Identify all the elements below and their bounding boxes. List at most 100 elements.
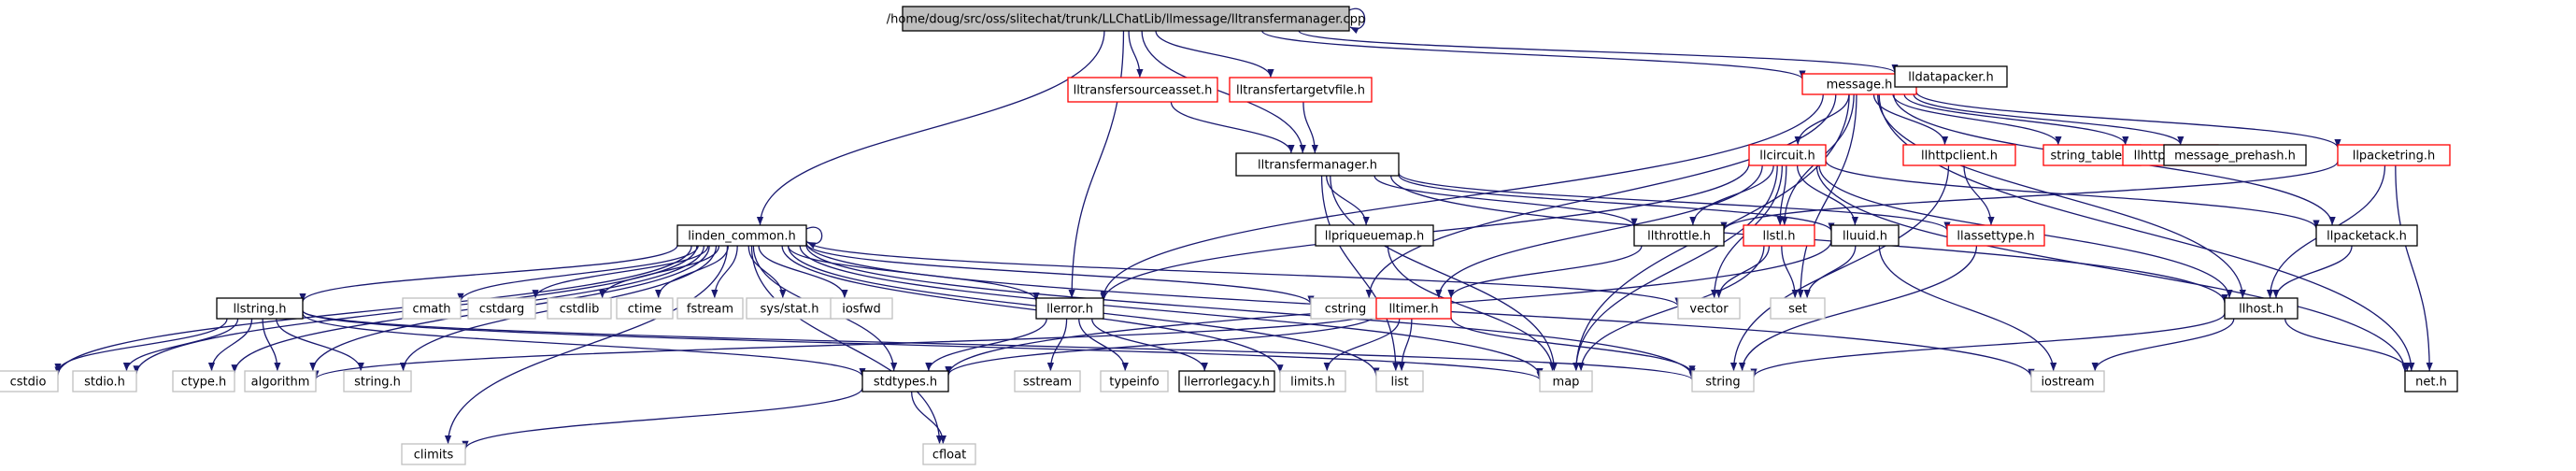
edge-llstring-to-cstdio	[54, 318, 228, 373]
node-llerror[interactable]: llerror.h	[1035, 297, 1104, 320]
node-map: map	[1539, 370, 1593, 392]
node-box	[1229, 77, 1373, 103]
node-lltransfersourceasset[interactable]: lltransfersourceasset.h	[1067, 77, 1218, 103]
node-lluuid[interactable]: lluuid.h	[1830, 224, 1900, 247]
node-box	[1539, 370, 1593, 392]
edge-llstl-to-vector	[1715, 245, 1771, 299]
edge-lltimer-to-algorithm	[312, 310, 1377, 380]
node-box	[2224, 297, 2298, 320]
edge-llcircuit-to-llpacketack	[1825, 160, 2320, 229]
edge-llhost-to-net	[2284, 318, 2411, 372]
node-box	[1691, 370, 1755, 392]
node-label: stdtypes.h	[874, 376, 937, 390]
node-label: ctime	[628, 303, 662, 317]
node-llpriqueuemap[interactable]: llpriqueuemap.h	[1315, 224, 1434, 247]
node-box	[216, 297, 304, 320]
node-box	[1830, 224, 1900, 247]
node-message_prehash[interactable]: message_prehash.h	[2163, 144, 2307, 166]
edge-llhost-to-string	[1750, 313, 2226, 378]
node-llstring[interactable]: llstring.h	[216, 297, 304, 320]
nodes-layer: /home/doug/src/oss/slitechat/trunk/LLCha…	[0, 6, 2458, 465]
edge-message-to-llhttpclient	[1872, 93, 1949, 146]
edge-llstring-to-map	[302, 310, 1544, 380]
edge-root-to-linden_common	[756, 30, 1105, 226]
node-box	[467, 297, 536, 320]
node-llthrottle[interactable]: llthrottle.h	[1633, 224, 1725, 247]
node-box	[1178, 370, 1275, 392]
node-llhost[interactable]: llhost.h	[2224, 297, 2298, 320]
node-box	[1067, 77, 1218, 103]
node-box	[1743, 224, 1815, 247]
edge-message-to-llhost	[1877, 93, 2246, 299]
node-label: net.h	[2415, 376, 2447, 390]
node-label: climits	[414, 449, 454, 463]
node-box	[2337, 144, 2451, 166]
node-label: cstdio	[10, 376, 47, 390]
node-lltimer[interactable]: lltimer.h	[1375, 297, 1452, 320]
node-label: iostream	[2041, 376, 2094, 390]
edge-linden_common-to-iosfwd	[758, 245, 848, 299]
node-llerrorlegacy[interactable]: llerrorlegacy.h	[1178, 370, 1275, 392]
node-box	[1315, 224, 1434, 247]
node-vector: vector	[1677, 297, 1741, 320]
node-label: stdio.h	[84, 376, 125, 390]
node-llhttpclient[interactable]: llhttpclient.h	[1902, 144, 2016, 166]
node-label: llpacketack.h	[2327, 230, 2407, 244]
node-net[interactable]: net.h	[2404, 370, 2458, 392]
node-llpacketack[interactable]: llpacketack.h	[2315, 224, 2418, 247]
node-box	[402, 297, 462, 320]
node-box	[2163, 144, 2307, 166]
node-label: cstdlib	[560, 303, 600, 317]
node-stdtypes[interactable]: stdtypes.h	[861, 370, 949, 392]
node-label: string.h	[354, 376, 401, 390]
edge-message-to-llpacketring	[1915, 91, 2341, 149]
node-box	[2315, 224, 2418, 247]
node-list: list	[1375, 370, 1424, 392]
node-box	[1014, 370, 1081, 392]
node-label: llhttpclient.h	[1921, 150, 1998, 164]
node-label: typeinfo	[1109, 376, 1159, 390]
node-label: /home/doug/src/oss/slitechat/trunk/LLCha…	[887, 13, 1365, 27]
node-linden_common[interactable]: linden_common.h	[676, 224, 807, 247]
edge-linden_common-to-llstring	[299, 245, 678, 303]
node-box	[676, 297, 744, 320]
node-label: fstream	[687, 303, 733, 317]
edge-message-to-string_table	[1892, 93, 2062, 146]
edge-llcircuit-to-lluuid	[1796, 164, 1858, 226]
node-lldatapacker[interactable]: lldatapacker.h	[1894, 65, 2008, 88]
node-llstl[interactable]: llstl.h	[1743, 224, 1815, 247]
node-label: llpriqueuemap.h	[1325, 230, 1424, 244]
node-llassettype[interactable]: llassettype.h	[1946, 224, 2045, 247]
edge-linden_common-to-vector	[805, 239, 1682, 307]
edge-lltransfermanager-to-map	[1330, 175, 1558, 372]
node-lltransfermanager[interactable]: lltransfermanager.h	[1235, 152, 1400, 177]
node-llcircuit[interactable]: llcircuit.h	[1748, 144, 1827, 166]
edge-linden_common-to-map	[799, 245, 1544, 378]
edge-llstring-to-stringh	[276, 318, 364, 372]
node-label: lldatapacker.h	[1908, 71, 1993, 85]
node-lltransfertargetvfile[interactable]: lltransfertargetvfile.h	[1229, 77, 1373, 103]
edge-llcircuit-to-llstl	[1776, 164, 1787, 226]
node-box	[1946, 224, 2045, 247]
edge-llhttpclient-to-string	[1729, 164, 1950, 372]
node-label: llerrorlegacy.h	[1184, 376, 1270, 390]
edge-root-to-lltransfersourceasset	[1128, 30, 1144, 78]
edge-message-to-message_prehash	[1913, 93, 2185, 146]
node-label: llassettype.h	[1957, 230, 2034, 244]
node-stringh: string.h	[343, 370, 412, 392]
node-cmath: cmath	[402, 297, 462, 320]
node-box	[547, 297, 612, 320]
node-box	[1279, 370, 1346, 392]
node-root[interactable]: /home/doug/src/oss/slitechat/trunk/LLCha…	[887, 6, 1365, 32]
edge-llpacketring-to-llthrottle	[1720, 161, 2339, 231]
node-label: vector	[1689, 303, 1729, 317]
edge-root-to-root	[1348, 7, 1366, 35]
edge-linden_common-to-linden_common	[805, 226, 823, 250]
edge-linden_common-to-cstring	[805, 243, 1315, 305]
edge-llstring-to-stdio	[122, 318, 239, 372]
node-string: string	[1691, 370, 1755, 392]
node-label: message_prehash.h	[2174, 150, 2296, 164]
node-box	[1902, 144, 2016, 166]
node-llpacketring[interactable]: llpacketring.h	[2337, 144, 2451, 166]
